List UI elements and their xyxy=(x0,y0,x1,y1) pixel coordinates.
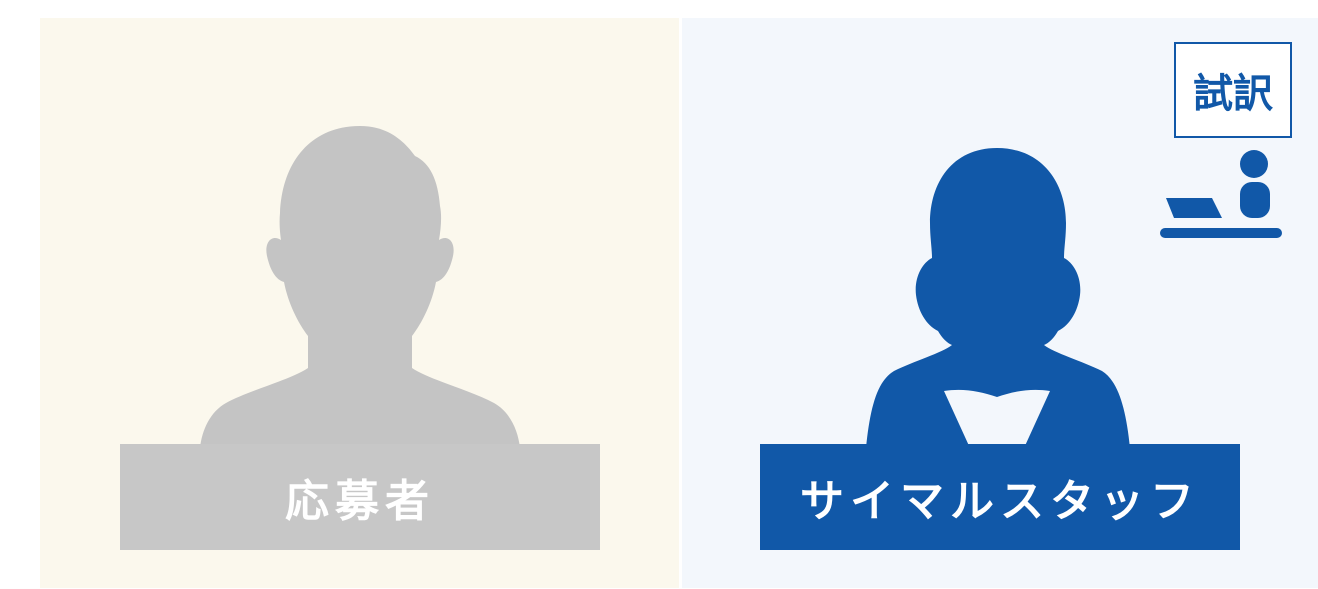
person-at-laptop-icon xyxy=(1160,150,1282,238)
simul-staff-label: サイマルスタッフ xyxy=(760,444,1240,550)
applicant-panel: 応募者 xyxy=(40,18,679,588)
applicant-label: 応募者 xyxy=(120,444,600,550)
trial-translation-badge: 試訳 xyxy=(1174,42,1292,138)
simul-staff-panel: サイマルスタッフ 試訳 xyxy=(682,18,1318,588)
female-person-silhouette-icon xyxy=(866,148,1130,448)
male-person-silhouette-icon xyxy=(200,126,520,448)
